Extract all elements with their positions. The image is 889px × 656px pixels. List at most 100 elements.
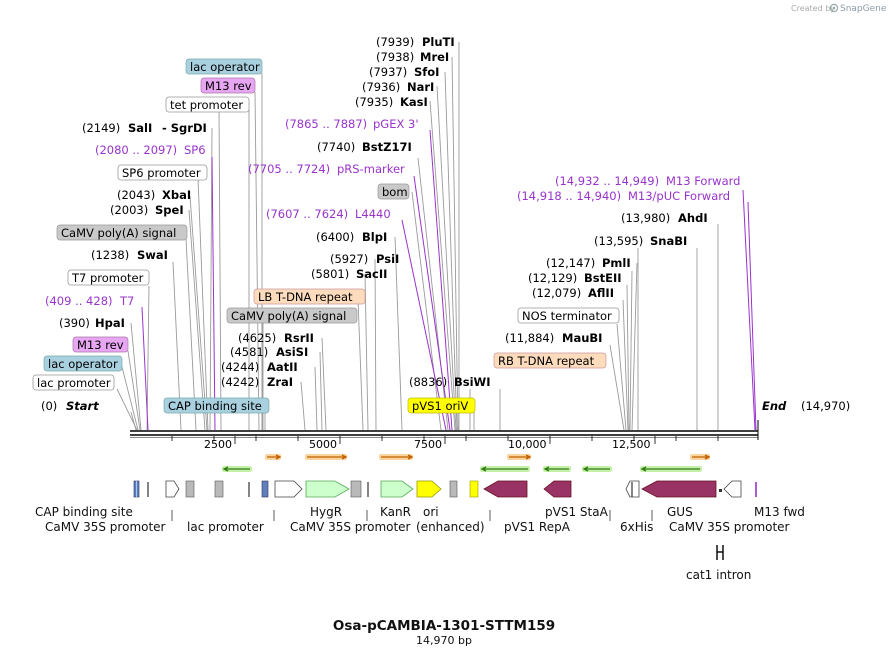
- enzyme-pos: (4625): [238, 331, 276, 345]
- primer-leader-lines: [141, 129, 757, 431]
- enzyme-name: PmlI: [602, 256, 631, 270]
- feature-label: HygR: [310, 505, 342, 519]
- enzyme-name: AsiSI: [276, 345, 308, 359]
- primer-name: T7: [119, 294, 134, 308]
- feature-box-label: pVS1 oriV: [412, 399, 468, 413]
- enzyme-name: RsrII: [284, 331, 314, 345]
- enzyme-name: PsiI: [376, 252, 399, 266]
- feature-box-label: M13 rev: [205, 79, 252, 93]
- feature-box-label: M13 rev: [77, 338, 124, 352]
- feature-box-label: SP6 promoter: [122, 166, 201, 180]
- feature-label: pVS1 RepA: [504, 520, 571, 534]
- primer-name: M13/pUC Forward: [628, 189, 730, 203]
- enzyme-name: NarI: [407, 80, 434, 94]
- enzyme-name: BlpI: [362, 230, 387, 244]
- feature-box-label: NOS terminator: [522, 309, 612, 323]
- ruler-label: 7500: [414, 438, 442, 451]
- feature-label: ori: [423, 505, 439, 519]
- enzyme-pos: (4244): [221, 360, 259, 374]
- feature-box-label: lac operator: [48, 357, 118, 371]
- enzyme-name: HpaI: [95, 316, 125, 330]
- feature-box-label: RB T-DNA repeat: [498, 354, 595, 368]
- enzyme-pos: (8836): [409, 375, 447, 389]
- brand-text: SnapGene: [840, 4, 887, 14]
- plasmid-name: Osa-pCAMBIA-1301-STTM159: [333, 618, 555, 634]
- primer-name: pGEX 3': [373, 117, 419, 131]
- feature-box-label: tet promoter: [170, 98, 243, 112]
- enzyme-pos: (4242): [221, 375, 259, 389]
- primer-range: (2080 .. 2097): [95, 143, 177, 157]
- feature-box-label: lac promoter: [37, 376, 111, 390]
- feature-label: (enhanced): [416, 520, 485, 534]
- primer-name: L4440: [355, 207, 391, 221]
- enzyme-pos: (5801): [311, 267, 349, 281]
- enzyme-pos: (2149): [82, 121, 120, 135]
- feature-label: 6xHis: [620, 520, 653, 534]
- enzyme-pos: (7939): [376, 35, 414, 49]
- enzyme-pos: (7936): [362, 80, 400, 94]
- enzyme-name: SacII: [356, 267, 387, 281]
- enzyme-name: MauBI: [562, 331, 602, 345]
- feature-box-label: CaMV poly(A) signal: [231, 309, 346, 323]
- primer-range: (14,918 .. 14,940): [517, 189, 621, 203]
- enzyme-pos: (2003): [110, 203, 148, 217]
- feature-label: lac promoter: [187, 520, 264, 534]
- primer-range: (7865 .. 7887): [285, 117, 367, 131]
- enzyme-pos: (7740): [317, 140, 355, 154]
- sequence-backbone: [130, 420, 759, 440]
- enzyme-name: PluTI: [422, 35, 455, 49]
- enzyme-name: SpeI: [155, 203, 184, 217]
- feature-label: CaMV 35S promoter: [669, 520, 790, 534]
- primer-range: (14,932 .. 14,949): [555, 174, 659, 188]
- enzyme-pos: (7935): [355, 95, 393, 109]
- enzyme-pos: (1238): [91, 248, 129, 262]
- enzyme-pos: (6400): [316, 230, 354, 244]
- primer-range: (409 .. 428): [45, 294, 113, 308]
- enzyme-pos: (7938): [376, 50, 414, 64]
- ruler-label: 10,000: [508, 438, 547, 451]
- feature-box-label: CaMV poly(A) signal: [61, 226, 176, 240]
- end-label: End: [762, 399, 787, 413]
- enzyme-pos: (12,129): [528, 271, 577, 285]
- feature-box-label: bom: [382, 185, 408, 199]
- ruler-label: 2500: [204, 438, 232, 451]
- enzyme-pos: (11,884): [505, 331, 554, 345]
- enzyme-name: XbaI: [162, 188, 191, 202]
- enzyme-name: SwaI: [137, 248, 168, 262]
- enzyme-name: KasI: [400, 95, 428, 109]
- primer-name: M13 Forward: [666, 174, 740, 188]
- enzyme-pos: (12,147): [546, 256, 595, 270]
- enzyme-pos: (13,595): [594, 234, 643, 248]
- feature-label: CaMV 35S promoter: [290, 520, 411, 534]
- enzyme-name: BsiWI: [454, 375, 491, 389]
- feature-label: cat1 intron: [686, 568, 751, 582]
- feature-box-label: CAP binding site: [168, 399, 262, 413]
- feature-box-label: lac operator: [190, 60, 260, 74]
- primer-range: (7705 .. 7724): [248, 162, 330, 176]
- feature-label: GUS: [667, 505, 693, 519]
- feature-labels: CAP binding site CaMV 35S promoter lac p…: [35, 505, 805, 582]
- primer-labels: (7865 .. 7887) pGEX 3' (2080 .. 2097) SP6 …: [45, 117, 740, 308]
- start-position: (0): [41, 399, 57, 413]
- enzyme-name: SalI: [128, 121, 152, 135]
- feature-track: [133, 480, 757, 560]
- enzyme-name: AflII: [588, 286, 614, 300]
- ruler-ticks: [171, 436, 719, 444]
- ruler-label: 5000: [309, 438, 337, 451]
- enzyme-name: MreI: [420, 50, 449, 64]
- enzyme-pos: (4581): [230, 345, 268, 359]
- enzyme-name: BstZ17I: [362, 140, 412, 154]
- enzyme-name: ZraI: [267, 375, 293, 389]
- feature-label: M13 fwd: [754, 505, 805, 519]
- primer-name: SP6: [184, 143, 206, 157]
- orf-arrows: [222, 454, 711, 472]
- feature-label: CaMV 35S promoter: [45, 520, 166, 534]
- plasmid-length: 14,970 bp: [416, 634, 472, 647]
- enzyme-name: AhdI: [678, 211, 708, 225]
- feature-label: KanR: [380, 505, 411, 519]
- enzyme-pos: (390): [59, 316, 90, 330]
- enzyme-leader-lines: [116, 42, 719, 431]
- enzyme-pos: (2043): [117, 188, 155, 202]
- snapgene-logo: [829, 3, 839, 13]
- primer-name: pRS-marker: [337, 162, 405, 176]
